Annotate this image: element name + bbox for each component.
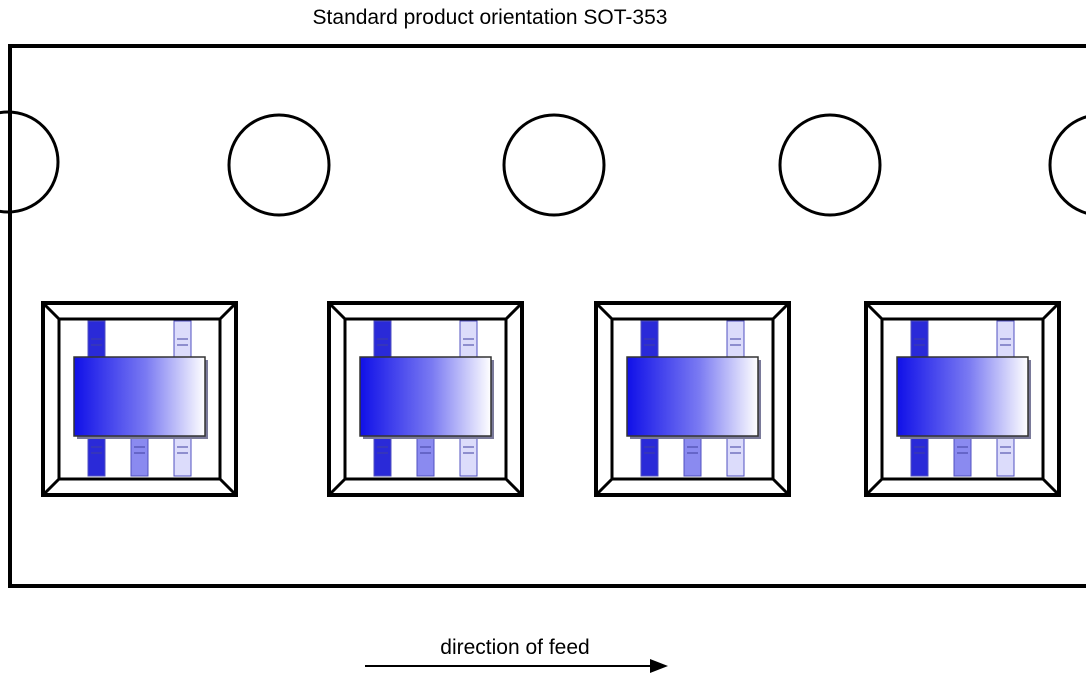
pocket-inner <box>57 317 222 481</box>
feed-direction-label: direction of feed <box>440 636 590 659</box>
component-body <box>626 356 759 437</box>
pocket-inner <box>610 317 775 481</box>
component-lead <box>130 434 149 477</box>
sot-353-package <box>73 320 208 477</box>
pocket-outer <box>864 301 1061 497</box>
sot-353-package <box>896 320 1031 477</box>
sot-353-package <box>359 320 494 477</box>
sprocket-hole <box>1048 115 1086 215</box>
component-pocket <box>594 301 791 497</box>
sot-353-package <box>626 320 761 477</box>
diagram-title: Standard product orientation SOT-353 <box>312 6 668 29</box>
sprocket-hole <box>502 113 606 217</box>
pocket-outer <box>41 301 238 497</box>
component-pocket <box>41 301 238 497</box>
sprocket-hole <box>227 113 331 217</box>
component-lead <box>996 434 1015 477</box>
sprocket-hole <box>0 110 60 214</box>
component-lead <box>640 434 659 477</box>
carrier-tape <box>8 44 1086 588</box>
component-pocket <box>327 301 524 497</box>
component-lead <box>910 434 929 477</box>
pocket-outer <box>594 301 791 497</box>
component-pocket <box>864 301 1061 497</box>
component-lead <box>683 434 702 477</box>
component-lead <box>459 434 478 477</box>
pocket-inner <box>343 317 508 481</box>
pocket-outer <box>327 301 524 497</box>
component-lead <box>726 434 745 477</box>
sprocket-holes <box>0 110 1086 217</box>
component-lead <box>373 434 392 477</box>
pocket-inner <box>880 317 1045 481</box>
sprocket-hole <box>778 113 882 217</box>
component-body <box>896 356 1029 437</box>
component-lead <box>87 434 106 477</box>
component-body <box>359 356 492 437</box>
component-lead <box>953 434 972 477</box>
component-lead <box>173 434 192 477</box>
component-lead <box>416 434 435 477</box>
component-body <box>73 356 206 437</box>
